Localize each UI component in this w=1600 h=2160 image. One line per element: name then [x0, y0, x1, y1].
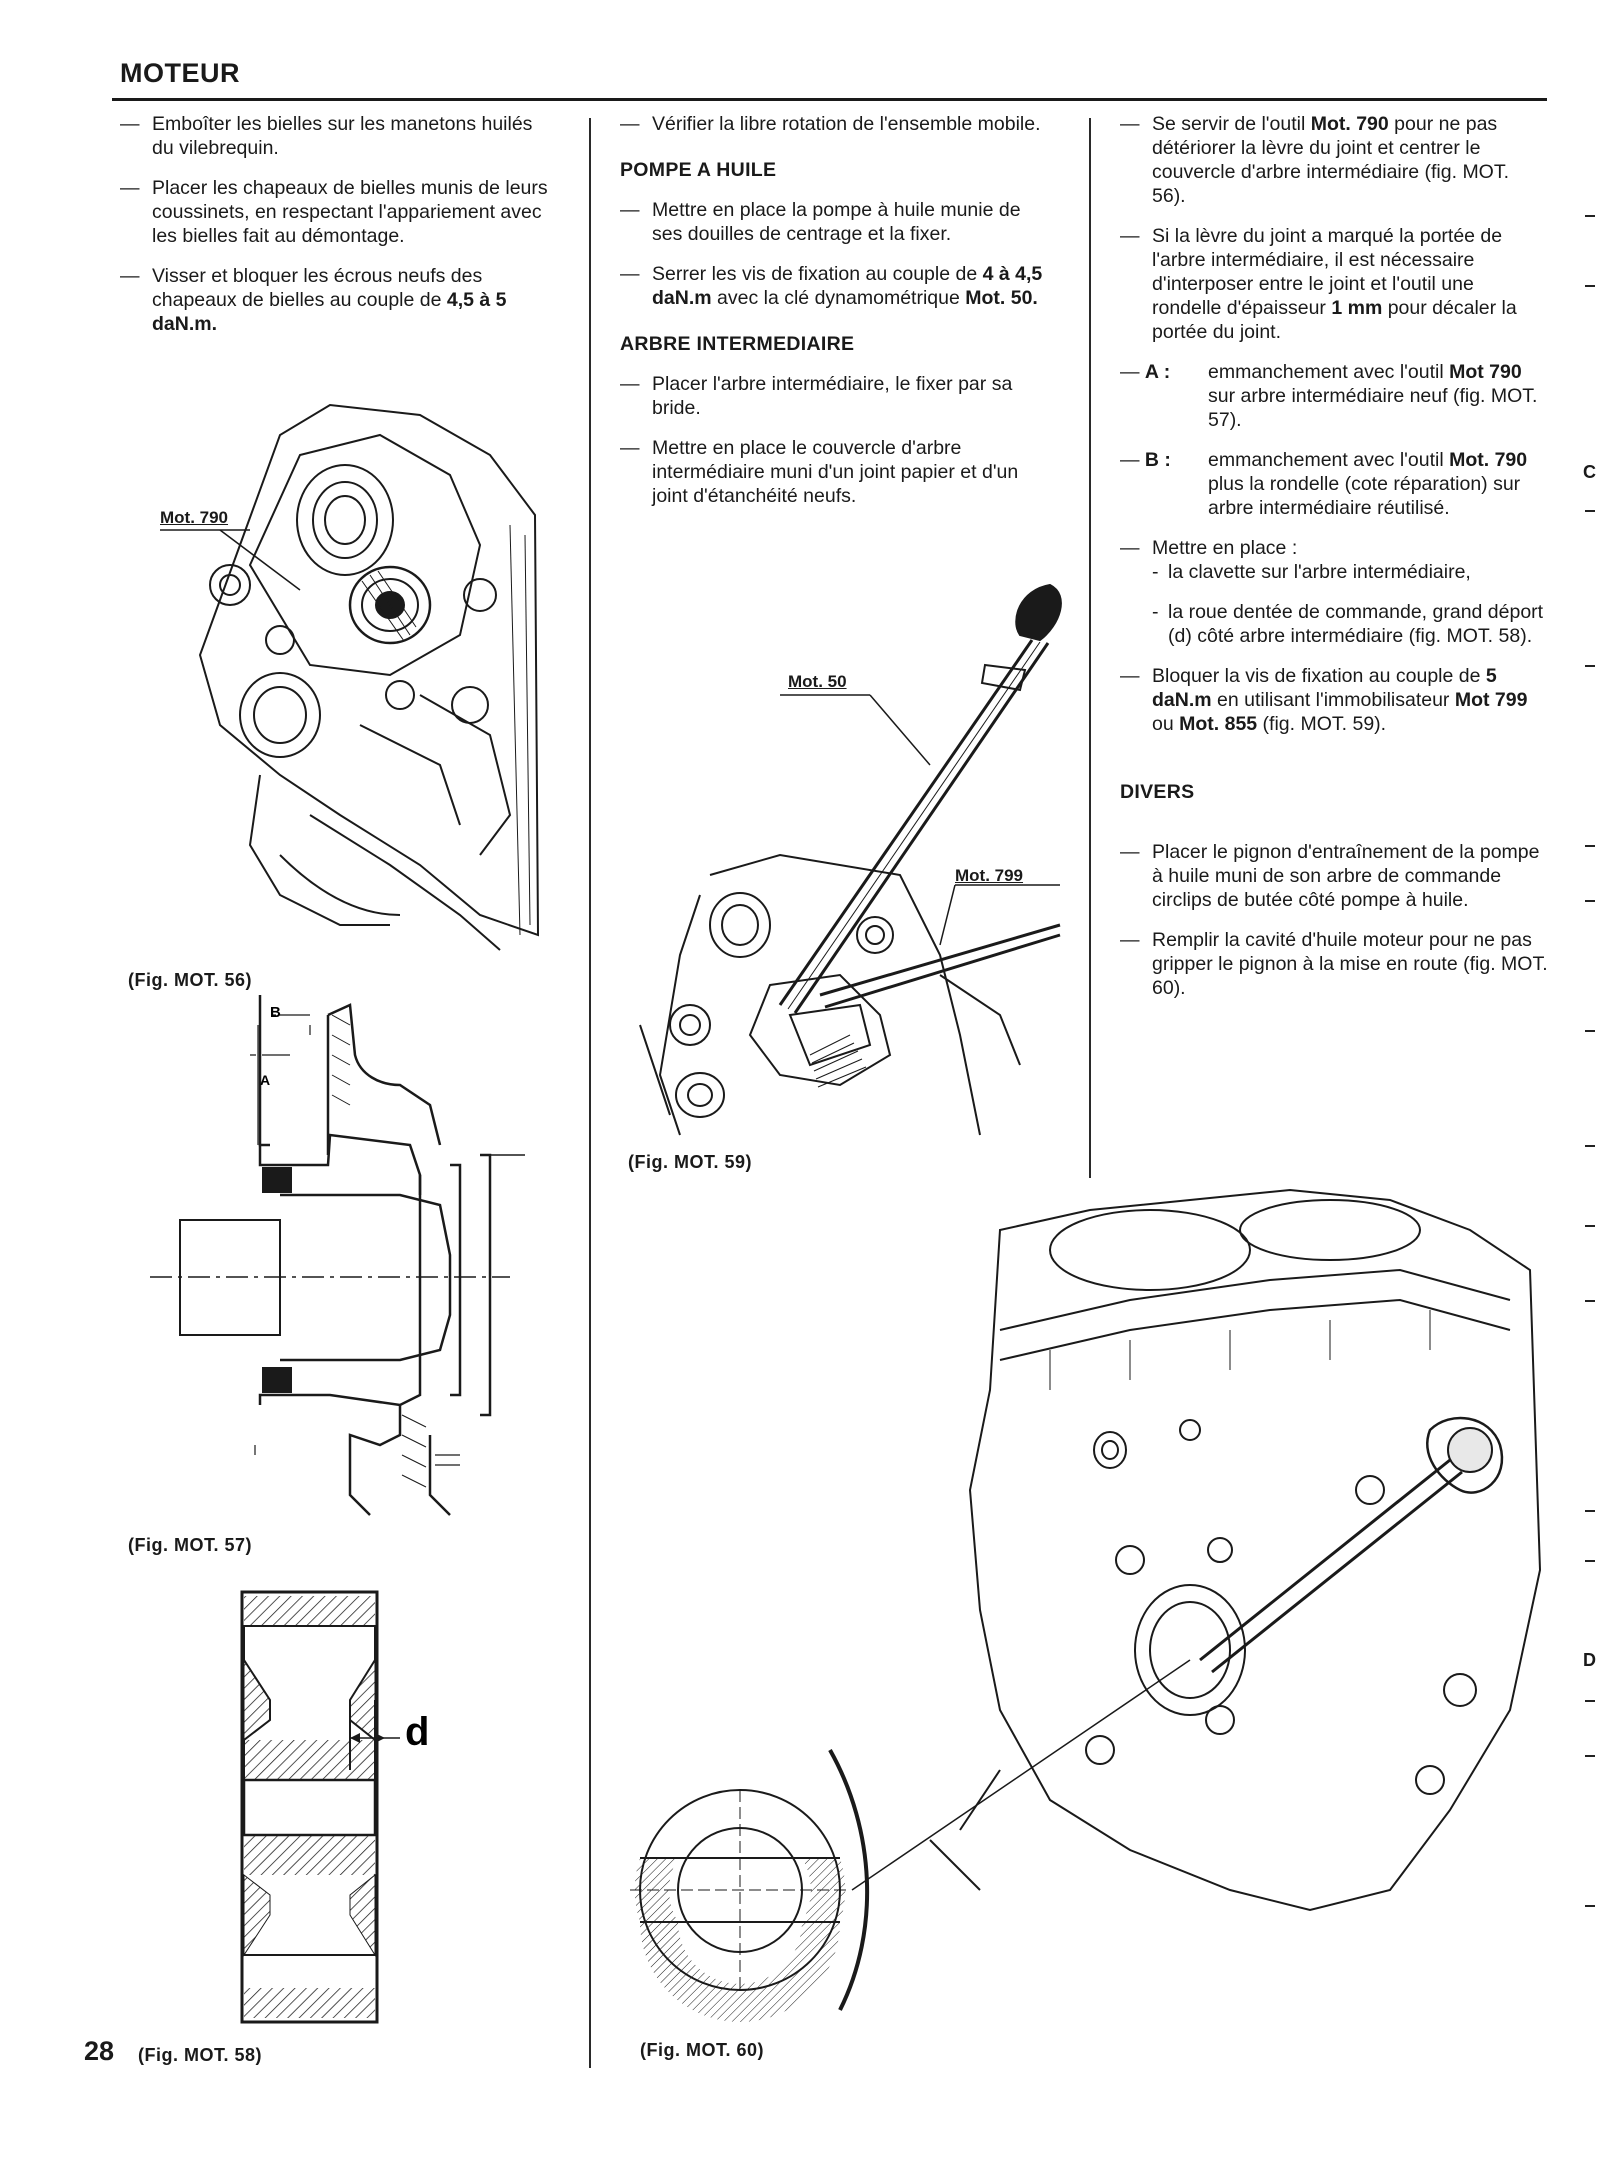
list-item: —Placer les chapeaux de bielles munis de…: [120, 177, 548, 247]
page-number: 28: [84, 2036, 115, 2066]
edge-mark: [1585, 1700, 1595, 1702]
list-item: —Mettre en place la pompe à huile munie …: [620, 199, 1021, 245]
edge-mark: [1585, 665, 1595, 667]
list-item: —Mettre en place le couvercle d'arbre in…: [620, 437, 1019, 507]
column-3-text: —Se servir de l'outil Mot. 790 pour ne p…: [1120, 112, 1548, 1016]
sub-list-item: -la clavette sur l'arbre intermédiaire,: [1152, 561, 1471, 583]
fig58-illustration: d: [240, 1590, 429, 2024]
column-2-text: —Vérifier la libre rotation de l'ensembl…: [620, 112, 1050, 524]
column-divider-1: [589, 118, 591, 2068]
section-heading-arbre: ARBRE INTERMEDIAIRE: [620, 333, 855, 355]
edge-mark: [1585, 1510, 1595, 1512]
list-item: —Remplir la cavité d'huile moteur pour n…: [1120, 929, 1548, 999]
list-item: —Visser et bloquer les écrous neufs des …: [120, 265, 507, 335]
edge-mark: [1585, 1145, 1595, 1147]
fig59-callout-mot50: Mot. 50: [788, 672, 847, 691]
fig60-illustration: [630, 1188, 1542, 2022]
header-rule: [112, 98, 1547, 101]
fig60-caption: (Fig. MOT. 60): [640, 2040, 764, 2060]
edge-mark: [1585, 1560, 1595, 1562]
list-item: —Placer le pignon d'entraînement de la p…: [1120, 841, 1540, 911]
list-item: —Vérifier la libre rotation de l'ensembl…: [620, 113, 1041, 135]
list-item-b: — B :emmanchement avec l'outil Mot. 790 …: [1120, 449, 1528, 519]
fig59-illustration: [639, 583, 1062, 1136]
list-item: —Placer l'arbre intermédiaire, le fixer …: [620, 373, 1013, 419]
fig58-caption: (Fig. MOT. 58): [138, 2045, 262, 2065]
list-item: —Si la lèvre du joint a marqué la portée…: [1120, 225, 1517, 343]
fig56-callout: Mot. 790: [160, 508, 229, 527]
edge-mark: [1585, 1300, 1595, 1302]
list-item: —Se servir de l'outil Mot. 790 pour ne p…: [1120, 113, 1510, 207]
list-item: —Emboîter les bielles sur les manetons h…: [120, 113, 533, 159]
edge-mark: [1585, 285, 1595, 287]
edge-mark: [1585, 510, 1595, 512]
fig57-caption: (Fig. MOT. 57): [128, 1535, 252, 1555]
edge-mark: [1585, 845, 1595, 847]
section-heading-pompe: POMPE A HUILE: [620, 159, 777, 181]
edge-letter-d: D: [1583, 1650, 1596, 1670]
edge-mark: [1585, 215, 1595, 217]
section-heading-divers: DIVERS: [1120, 781, 1195, 803]
fig58-label-d: d: [405, 1710, 429, 1754]
edge-mark: [1585, 1755, 1595, 1757]
edge-mark: [1585, 900, 1595, 902]
edge-mark: [1585, 1225, 1595, 1227]
fig56-caption: (Fig. MOT. 56): [128, 970, 252, 990]
list-item-a: — A :emmanchement avec l'outil Mot 790 s…: [1120, 361, 1538, 431]
fig59-callout-mot799: Mot. 799: [955, 866, 1024, 885]
fig57-illustration: A B: [150, 995, 525, 1516]
page-title: MOTEUR: [120, 58, 240, 88]
fig56-illustration: [160, 403, 540, 951]
fig57-label-b: B: [270, 1004, 281, 1021]
column-divider-2: [1089, 118, 1091, 1178]
fig59-caption: (Fig. MOT. 59): [628, 1152, 752, 1172]
edge-mark: [1585, 1905, 1595, 1907]
list-item: —Mettre en place : -la clavette sur l'ar…: [1120, 536, 1548, 648]
list-item: —Bloquer la vis de fixation au couple de…: [1120, 665, 1528, 735]
list-item: —Serrer les vis de fixation au couple de…: [620, 263, 1043, 309]
sub-list-item: -la roue dentée de commande, grand dépor…: [1152, 601, 1544, 647]
edge-mark: [1585, 1030, 1595, 1032]
fig57-label-a: A: [260, 1072, 270, 1088]
column-1-text: —Emboîter les bielles sur les manetons h…: [120, 112, 550, 352]
edge-letter-c: C: [1583, 462, 1596, 482]
